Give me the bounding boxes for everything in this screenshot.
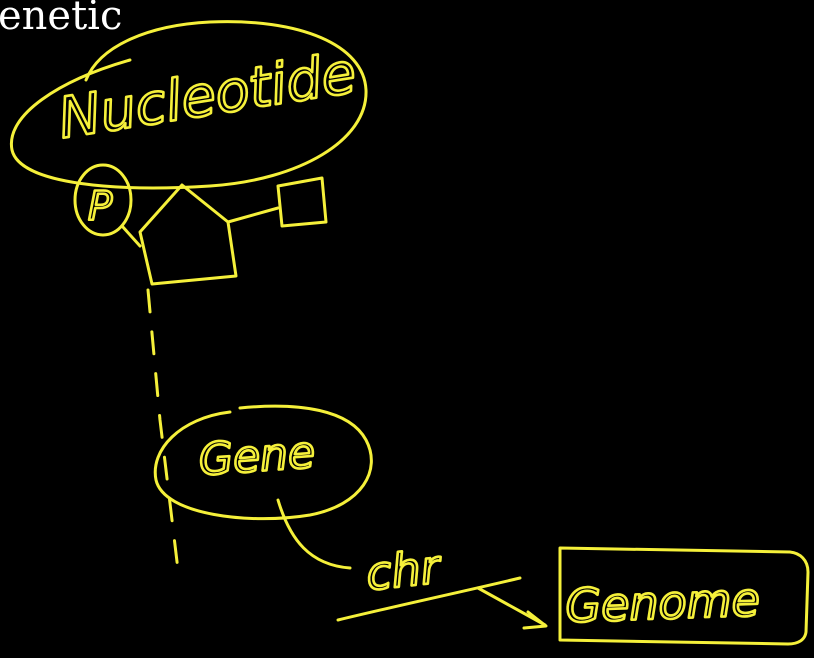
chr-text: chr xyxy=(364,539,446,601)
phosphate-sugar-link xyxy=(120,224,142,248)
gene-text: Gene xyxy=(197,427,316,486)
phosphate-label: P xyxy=(88,184,113,230)
nucleotide-oval xyxy=(9,20,368,190)
genome-box xyxy=(558,546,810,646)
arrow-head xyxy=(522,610,548,630)
gene-oval xyxy=(153,404,373,521)
chr-to-genome-arrow xyxy=(476,586,547,627)
base-square xyxy=(276,176,328,228)
typed-heading: enetic xyxy=(0,0,123,39)
dashed-backbone xyxy=(146,288,180,572)
sugar-pentagon xyxy=(138,183,238,286)
base-link xyxy=(226,206,280,224)
phosphate-circle xyxy=(73,163,133,237)
chr-underline xyxy=(336,576,522,622)
gene-to-chr-curve xyxy=(276,498,352,570)
genome-text: Genome xyxy=(564,572,760,633)
